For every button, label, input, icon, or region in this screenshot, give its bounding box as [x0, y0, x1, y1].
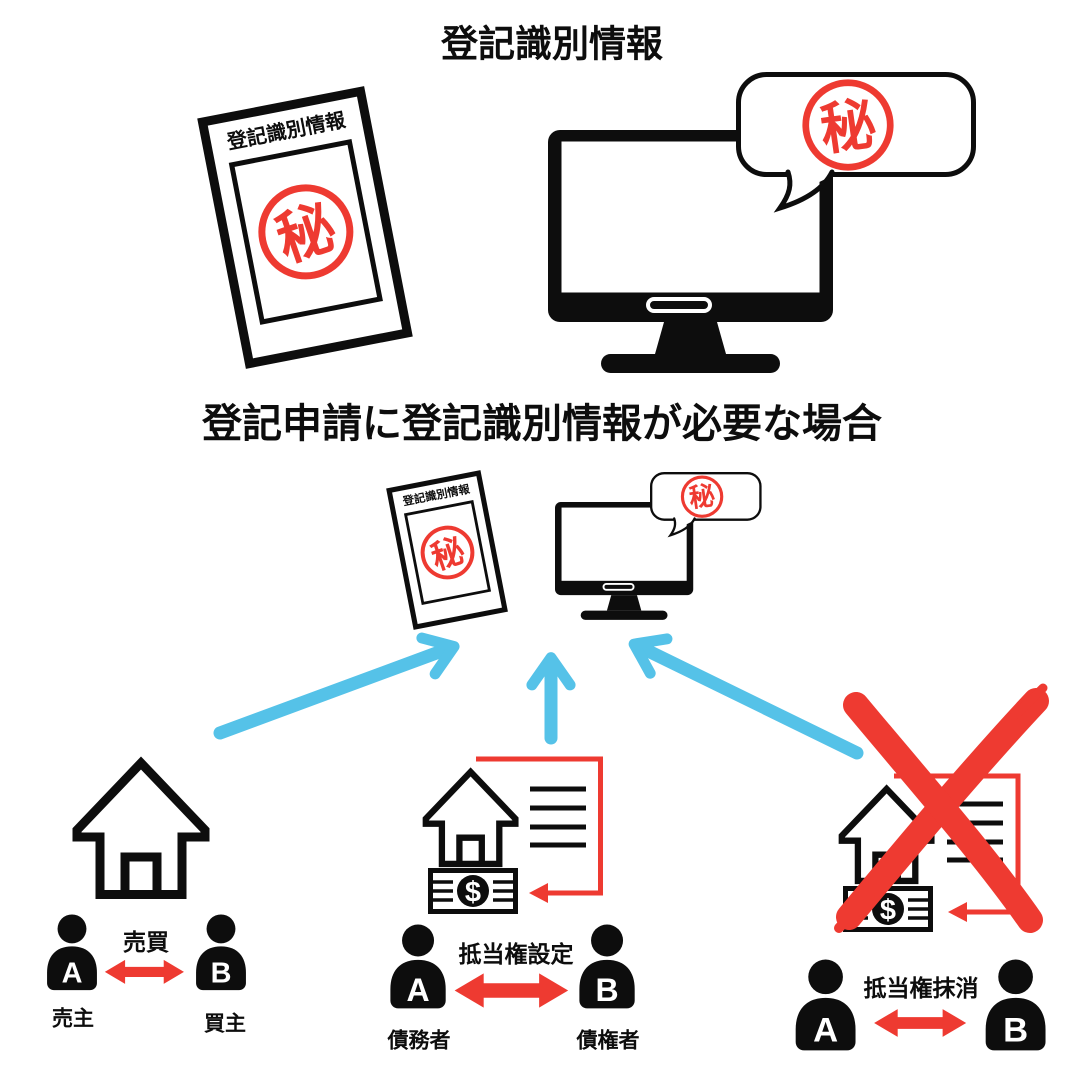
role-label: 債権者	[576, 1029, 640, 1053]
relation-label: 売買	[123, 929, 169, 955]
role-label: 債務者	[387, 1029, 451, 1053]
double-arrow	[874, 1009, 966, 1037]
blue-arrow-right	[628, 633, 864, 760]
person-letter: A	[62, 958, 83, 990]
person-a: A	[795, 959, 856, 1051]
person-letter: B	[211, 958, 232, 990]
red-x-mark	[834, 683, 1049, 933]
person-a: A	[390, 924, 446, 1009]
person-a: A	[47, 914, 97, 991]
house-icon	[77, 763, 205, 895]
section-title: 登記申請に登記識別情報が必要な場合	[201, 402, 882, 446]
red-x-stroke	[843, 692, 1043, 933]
person-b: B	[579, 924, 635, 1009]
person-b: B	[196, 914, 246, 991]
house-icon	[426, 772, 516, 864]
main-title: 登記識別情報	[440, 24, 663, 65]
red-bracket-arrowhead	[529, 883, 548, 903]
red-x-brush-flick	[834, 890, 875, 933]
double-arrow	[455, 973, 569, 1007]
relation-label: 抵当権設定	[459, 941, 574, 967]
person-letter: A	[813, 1011, 838, 1049]
person-letter: A	[406, 972, 429, 1008]
blue-arrow-left	[213, 632, 460, 740]
person-letter: B	[1003, 1011, 1028, 1049]
submission-arrows	[213, 632, 864, 760]
person-b: B	[985, 959, 1046, 1051]
role-label: 買主	[204, 1013, 246, 1036]
red-bracket-arrow	[476, 756, 603, 896]
registration-document-large	[203, 91, 408, 363]
double-arrow	[105, 960, 184, 984]
contract-lines-icon	[530, 789, 586, 845]
red-x-brush-flick	[1009, 683, 1048, 721]
person-letter: B	[595, 972, 618, 1008]
registration-document-small	[389, 473, 505, 627]
red-bracket-arrowhead	[948, 902, 967, 922]
money-icon	[431, 871, 516, 912]
scenario-sale: A B 売買 売主 買主	[47, 763, 246, 1036]
scenario-mortgage-cancel: A B 抵当権抹消	[795, 683, 1049, 1051]
role-label: 売主	[52, 1008, 94, 1031]
scenario-mortgage-create: A B 抵当権設定 債務者 債権者	[387, 756, 640, 1053]
relation-label: 抵当権抹消	[864, 975, 979, 1001]
